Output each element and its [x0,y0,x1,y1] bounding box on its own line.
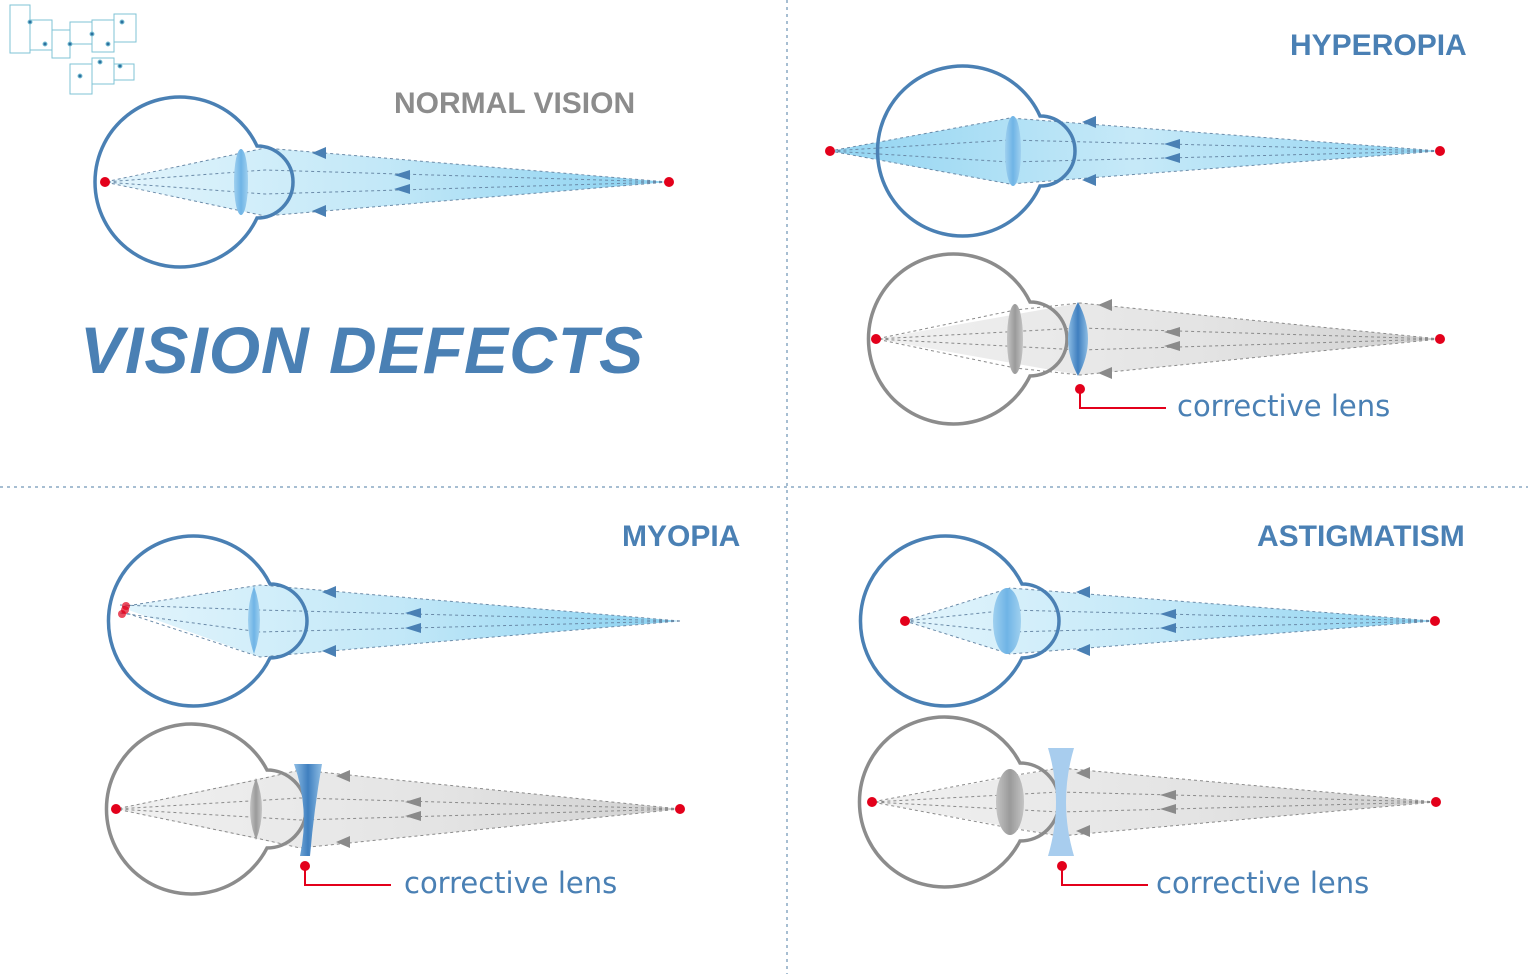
normal-vision-diagram [93,95,674,269]
eye-outline [875,64,1077,238]
focus-point-behind [825,146,835,156]
circuit-decoration-icon [9,4,137,95]
astigmatism-eye-uncorrected [858,534,1440,708]
myopia-corrective-lens-label: corrective lens [404,866,618,900]
eye-outline [93,95,295,269]
eye-outline [106,534,309,708]
eye-lens [250,778,262,840]
astigmatism-eye-corrected [857,715,1441,889]
page-title: VISION DEFECTS [80,313,645,387]
focus-point-object [1435,146,1445,156]
eye-lens [1007,304,1023,374]
eye-lens [996,769,1024,835]
eye-lens [234,149,248,215]
myopia-label: MYOPIA [622,520,741,553]
eye-outline [866,252,1069,426]
hyperopia-corrective-lens-label: corrective lens [1177,389,1391,423]
astigmatism-corrective-lens-label: corrective lens [1156,866,1370,900]
focus-point-retina [100,177,110,187]
myopia-eye-uncorrected [106,534,681,708]
concave-corrective-lens [1048,748,1074,856]
eye-lens [993,588,1021,654]
hyperopia-eye-corrected [866,252,1445,426]
myopia-eye-corrected [104,722,685,896]
hyperopia-label: HYPEROPIA [1290,29,1467,62]
lens-pointer-line [304,866,391,886]
lens-pointer-line [1079,389,1166,409]
focus-point-object [664,177,674,187]
convex-corrective-lens [1068,302,1088,376]
lens-pointer-line [1061,866,1148,886]
astigmatism-label: ASTIGMATISM [1257,520,1465,553]
eye-outline [858,534,1061,708]
concave-corrective-lens [294,764,322,856]
eye-lens [248,586,260,654]
normal-vision-label: NORMAL VISION [394,87,636,120]
hyperopia-eye-uncorrected [825,64,1445,238]
eye-lens [1005,116,1021,186]
